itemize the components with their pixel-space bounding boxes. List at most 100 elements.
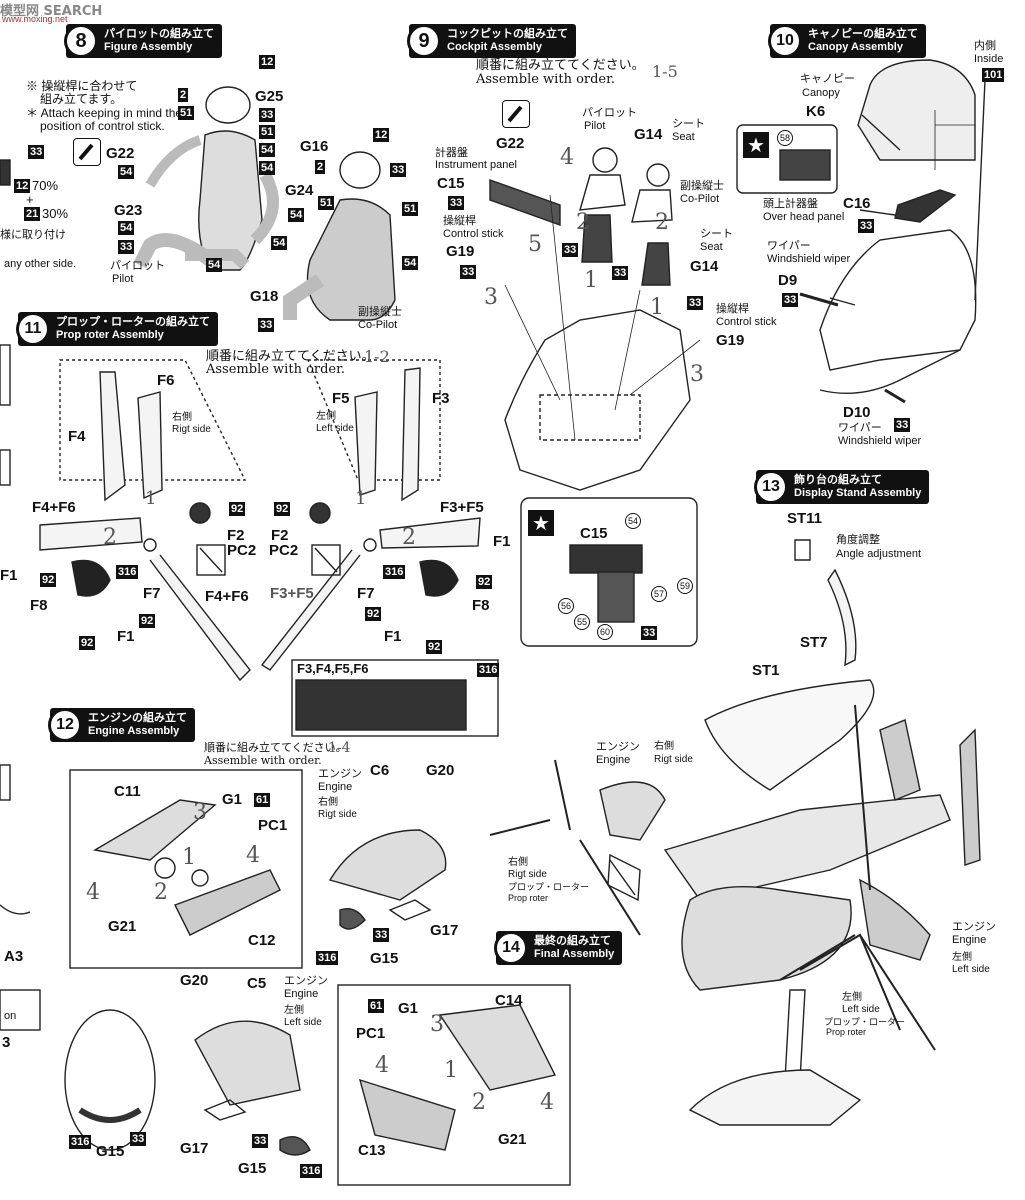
sec10-canopy-jp: キャノピー [800,73,855,85]
no-mark-right [196,544,226,576]
part-g16: G16 [300,138,329,155]
decal-label: F3,F4,F5,F6 [297,661,369,676]
sec11-order-jp: 順番に組み立ててください。 [206,348,375,363]
sec11-part-f1-b: F1 [0,567,18,584]
sec12-left-jp: 左側 [284,1005,304,1016]
sec11-part-f2-l: F2 [271,527,289,544]
sec14-left-jp: 左側 [952,952,972,963]
sec13-angle-jp: 角度調整 [836,534,880,546]
sec9-copilot-jp: 副操縦士 [680,180,724,192]
blade-f3 [401,367,421,502]
spinner-left [419,559,459,597]
sec11-left-en: Left side [316,423,354,434]
cockpit-copilot-body [631,189,673,223]
edge-frag-4 [0,989,41,1031]
sec12-part-c12: C12 [248,932,276,949]
sec10-wiper-jp: ワイパー [767,240,811,252]
blade-f4 [99,371,126,502]
sec10-part-k6: K6 [806,103,826,120]
sec10-part-d9: D9 [778,272,798,289]
rotor-blade-f4f6-b [149,554,251,682]
overhead-decal-box [736,124,838,194]
sec11-part-f1-c: F1 [117,628,135,645]
engine-right-box [69,769,303,969]
pilot-arm-right [250,172,279,245]
edge-frag-1 [0,344,11,406]
sec9-part-g19b: G19 [716,332,745,349]
sec8-note-en1: ＊ Attach keeping in mind the [26,106,183,120]
section-13-number: 13 [754,470,788,504]
pilot-arm-left [145,135,202,188]
sec9-stick2-en: Control stick [716,316,777,328]
sec12-engine-en: Engine [318,781,353,793]
sec14-prop-en: Prop roter [508,893,549,903]
edge-part-a3: A3 [4,948,24,965]
engine-pc1 [191,869,209,887]
sec11-right-jp: 右側 [172,412,192,423]
sec11-part-f3: F3 [432,390,450,407]
prop-rotor-right [489,759,641,936]
sec11-part-pc2-r: PC2 [227,542,257,559]
sec14-left2-jp: 左側 [842,992,862,1003]
engine-left-box [337,984,571,1186]
c15-panel-top [569,544,643,574]
sec10-wiper-en: Windshield wiper [767,253,851,265]
sec11-right-en: Rigt side [172,424,211,435]
section-8-title-jp: パイロットの組み立て [104,28,214,40]
copilot-body [306,198,396,321]
sec14-right-en: Rigt side [654,754,693,765]
decal-bar [295,679,467,731]
sec14-prop2-jp: プロップ・ローター [824,1017,906,1027]
engine-right-assembled [328,829,447,901]
sec8-note-en2: position of control stick. [40,119,165,133]
section-10-title-en: Canopy Assembly [808,41,903,53]
overhead-decal [779,149,831,181]
copilot-helmet [339,151,381,189]
sec11-part-f8-l: F8 [472,597,490,614]
engine-half-c13 [358,1078,456,1151]
sec9-order-range: 1-5 [652,62,678,81]
sec14-engine-jp: エンジン [596,741,640,753]
copilot-leg [283,274,324,320]
sec13-part-st7: ST7 [800,634,828,651]
sec10-part-c16: C16 [843,195,871,212]
sec12-order-jp: 順番に組み立ててください。 [204,742,347,754]
sec9-seat-jp: シート [672,118,705,130]
sec12-part-g1: G1 [222,791,243,808]
edge-frag-6 [0,904,31,915]
section-13-header: 13 飾り台の組み立て Display Stand Assembly [754,470,930,504]
sec9-order-jp: 順番に組み立ててください。 [476,57,645,72]
wiper-d10 [884,388,906,404]
sec10-wiper2-jp: ワイパー [838,422,882,434]
sec9-part-g19a: G19 [446,243,475,260]
engine-nacelle-right [599,781,666,841]
section-10-number: 10 [768,24,802,58]
section-10-title-jp: キャノピーの組み立て [808,28,918,40]
section-12-title-en: Engine Assembly [88,725,180,737]
cockpit-nose [504,309,691,491]
no-mark-final [607,853,641,902]
section-8-title-en: Figure Assembly [104,41,193,53]
cockpit-copilot-head [646,163,670,187]
engine-half-c12 [174,869,281,936]
sec9-copilot-en: Co-Pilot [680,193,720,205]
section-12-title-jp: エンジンの組み立て [88,712,187,724]
sec12-part-g15: G15 [370,950,399,967]
sec12-part-c11: C11 [114,783,141,800]
section-11-header: 11 プロップ・ローターの組み立て Prop roter Assembly [16,312,218,346]
mix-code-a: 12 [14,179,31,193]
sec8-note-jp1: ※ 操縦桿に合わせて [26,79,138,93]
sec12-part-c6: C6 [370,762,390,779]
sec12-part-pc1: PC1 [258,817,288,834]
engine-half-c14 [438,1004,557,1091]
section-10-header: 10 キャノピーの組み立て Canopy Assembly [768,24,926,58]
sec12-part-c5: C5 [247,975,267,992]
section-13-title-en: Display Stand Assembly [794,487,922,499]
engine-left-assembled [194,1020,301,1106]
sec9-seat2-jp: シート [700,228,733,240]
rotor-left-dash [306,359,441,481]
sec9-stick2-jp: 操縦桿 [716,303,749,315]
sec11-part-f2-r: F2 [227,527,245,544]
sec10-canopy-en: Canopy [802,87,840,99]
decal-bar-frame [291,659,499,737]
